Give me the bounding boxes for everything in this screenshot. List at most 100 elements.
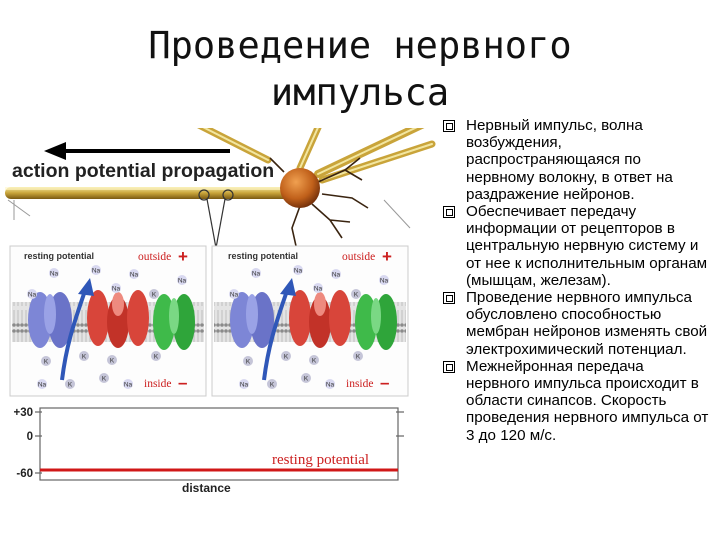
na-ion: Na	[129, 269, 139, 279]
potassium-channel	[153, 294, 195, 350]
na-ion: Na	[111, 283, 121, 293]
svg-text:Na: Na	[240, 382, 249, 389]
pump-channel	[87, 290, 149, 348]
k-ion: K	[107, 355, 117, 365]
svg-text:Na: Na	[178, 278, 187, 285]
bullet-item: Проведение нервного импульса обусловлено…	[440, 289, 715, 358]
na-ion: Na	[49, 268, 59, 278]
svg-text:Na: Na	[112, 286, 121, 293]
k-ion: K	[41, 356, 51, 366]
zoom-lines	[7, 199, 411, 229]
inside-sign-right: –	[380, 373, 389, 392]
y-tick-zero: 0	[27, 431, 33, 443]
checkbox-bullet-icon	[443, 292, 455, 305]
svg-text:K: K	[102, 376, 107, 383]
outside-label-left: outside	[138, 251, 171, 263]
membrane-panel-right: resting potential outside + inside – Na …	[211, 245, 409, 397]
bullet-text: Межнейронная передача нервного импульса …	[466, 357, 709, 444]
svg-text:Na: Na	[50, 271, 59, 278]
bullet-list: Нервный импульс, волна возбуждения, расп…	[440, 117, 715, 444]
svg-text:K: K	[110, 358, 115, 365]
potassium-channel	[355, 294, 397, 350]
y-tick-minus60: -60	[16, 468, 33, 480]
svg-text:K: K	[304, 376, 309, 383]
resting-potential-label: resting potential	[272, 452, 369, 468]
svg-text:K: K	[284, 354, 289, 361]
ion-flow-arrow	[60, 287, 88, 381]
bullet-item: Межнейронная передача нервного импульса …	[440, 358, 715, 444]
k-ion: K	[149, 289, 159, 299]
svg-text:Na: Na	[332, 272, 341, 279]
y-tick-plus30: +30	[13, 407, 33, 419]
svg-text:K: K	[356, 354, 361, 361]
k-ion: K	[281, 351, 291, 361]
na-ion: Na	[229, 289, 239, 299]
inside-sign-left: –	[178, 373, 187, 392]
checkbox-bullet-icon	[443, 360, 455, 373]
svg-text:K: K	[44, 359, 49, 366]
svg-text:K: K	[312, 358, 317, 365]
bullet-text: Обеспечивает передачу информации от реце…	[466, 203, 708, 289]
svg-text:Na: Na	[326, 382, 335, 389]
k-ion: K	[79, 351, 89, 361]
svg-text:K: K	[82, 354, 87, 361]
na-ion: Na	[251, 268, 261, 278]
na-ion: Na	[313, 283, 323, 293]
svg-text:Na: Na	[92, 268, 101, 275]
na-ion: Na	[177, 275, 187, 285]
membrane-panel-left: resting potential outside + inside –	[9, 245, 207, 397]
sodium-channel	[230, 292, 274, 348]
neuron-soma	[280, 168, 320, 208]
svg-text:K: K	[246, 359, 251, 366]
bullet-item: Обеспечивает передачу информации от реце…	[440, 203, 715, 289]
na-ion: Na	[27, 289, 37, 299]
svg-text:Na: Na	[380, 278, 389, 285]
svg-text:Na: Na	[252, 271, 261, 278]
outside-sign-right: +	[382, 247, 392, 266]
ions-left: Na Na Na Na Na Na K K K K K K K Na Na	[27, 265, 187, 389]
bullet-text: Нервный импульс, волна возбуждения, расп…	[466, 117, 673, 203]
na-ion: Na	[91, 265, 101, 275]
voltage-graph: +30 0 -60 resting potential distance	[13, 407, 404, 495]
svg-text:K: K	[270, 382, 275, 389]
graph-frame	[39, 407, 399, 481]
na-ion: Na	[37, 379, 47, 389]
resting-label-right: resting potential	[228, 251, 298, 261]
svg-text:K: K	[152, 292, 157, 299]
na-ion: Na	[325, 379, 335, 389]
checkbox-bullet-icon	[443, 120, 455, 132]
action-potential-figure: action potential propagation	[5, 128, 436, 495]
propagation-arrow	[44, 142, 230, 160]
svg-text:Na: Na	[130, 272, 139, 279]
k-ion: K	[65, 379, 75, 389]
figure-heading: action potential propagation	[12, 160, 274, 182]
resting-label-left: resting potential	[24, 251, 94, 261]
svg-text:K: K	[354, 292, 359, 299]
k-ion: K	[301, 373, 311, 383]
bullet-item: Нервный импульс, волна возбуждения, расп…	[440, 117, 715, 203]
svg-text:K: K	[68, 382, 73, 389]
na-ion: Na	[239, 379, 249, 389]
outside-label-right: outside	[342, 251, 375, 263]
k-ion: K	[309, 355, 319, 365]
svg-text:Na: Na	[38, 382, 47, 389]
k-ion: K	[243, 356, 253, 366]
pump-channel	[289, 290, 351, 348]
slide-title: Проведение нервного импульса	[148, 24, 572, 114]
dendrites	[269, 157, 369, 247]
na-ion: Na	[293, 265, 303, 275]
na-ion: Na	[379, 275, 389, 285]
scissors-icon	[198, 189, 234, 249]
na-ion: Na	[123, 379, 133, 389]
axon	[5, 187, 305, 199]
inside-label-right: inside	[346, 378, 373, 390]
svg-text:K: K	[154, 354, 159, 361]
outside-sign-left: +	[178, 247, 188, 266]
na-ion: Na	[331, 269, 341, 279]
svg-text:Na: Na	[28, 292, 37, 299]
checkbox-bullet-icon	[443, 206, 455, 219]
svg-text:Na: Na	[124, 382, 133, 389]
svg-text:Na: Na	[294, 268, 303, 275]
k-ion: K	[151, 351, 161, 361]
inside-label-left: inside	[144, 378, 171, 390]
